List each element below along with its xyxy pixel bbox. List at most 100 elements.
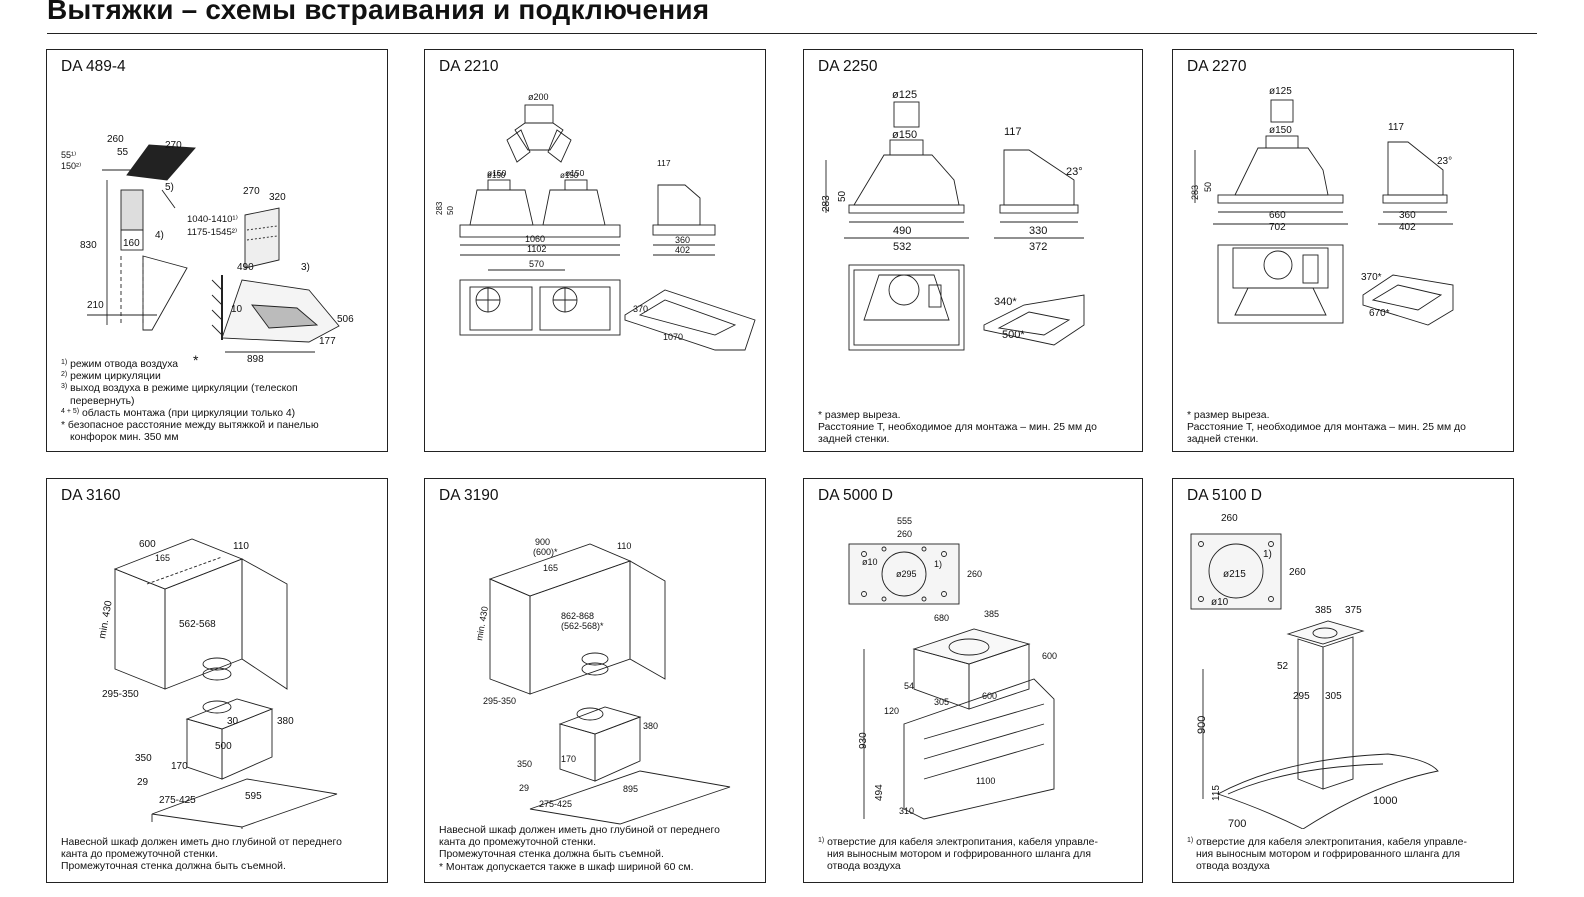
dim-label: 670*: [1369, 308, 1390, 319]
footnote: 2) режим циркуляции: [61, 371, 161, 383]
page-title: Вытяжки – схемы встраивания и подключени…: [47, 0, 710, 25]
footnotes: * размер выреза. Расстояние T, необходим…: [818, 410, 1097, 447]
footnote: * безопасное расстояние между вытяжкой и…: [61, 420, 319, 432]
footnote: задней стенки.: [1187, 434, 1259, 446]
dim-label: 680: [934, 613, 949, 623]
footnote: * размер выреза.: [818, 410, 901, 421]
footnote: 3) выход воздуха в режиме циркуляции (те…: [61, 383, 298, 395]
dim-label: 570: [529, 259, 544, 269]
panel-da-5000-d: DA 5000 D 555 260 ø10 ø295 1) 260 680 38…: [803, 478, 1143, 883]
dim-label: (600)*: [533, 547, 558, 557]
dim-label: 52: [1277, 661, 1289, 672]
dim-label: 50: [837, 190, 848, 202]
dim-label: 283: [435, 201, 444, 215]
dim-label: 23°: [1066, 166, 1083, 178]
dim-label: 385: [984, 609, 999, 619]
dim-label: 555: [897, 516, 912, 526]
dim-label: 295-350: [102, 689, 139, 700]
dim-label: 117: [657, 158, 671, 168]
dim-label: 360: [1399, 210, 1416, 221]
dim-label: 500: [215, 741, 232, 752]
dim-label: 830: [80, 240, 97, 251]
footnote: отвода воздуха: [1196, 861, 1270, 873]
panel-da-5100-d: DA 5100 D 260 ø215 1) 260 ø10 385 375 52…: [1172, 478, 1514, 883]
hood-drawing-da-489-4: 830 260 55 270 55¹⁾ 150²⁾ 5) 4) 160 210 …: [61, 134, 354, 368]
footnote: канта до промежуточной стенки.: [439, 837, 596, 849]
dim-label: 1175-1545²⁾: [187, 227, 237, 238]
dim-label: 50: [446, 206, 455, 215]
footnotes: 1) отверстие для кабеля электропитания, …: [818, 837, 1098, 874]
dim-label: 402: [1399, 222, 1416, 233]
footnote: задней стенки.: [818, 434, 890, 446]
footnotes: Навесной шкаф должен иметь дно глубиной …: [61, 837, 342, 874]
panel-da-489-4: DA 489-4 830 260 55 270 55¹⁾ 150²⁾ 5) 4)…: [46, 49, 388, 452]
footnotes: 1) отверстие для кабеля электропитания, …: [1187, 837, 1467, 874]
installation-drawing: 260 ø215 1) 260 ø10 385 375 52 295 305 9…: [1173, 509, 1513, 829]
dim-label: 900: [1196, 716, 1208, 734]
installation-drawing: ø125 ø150 283 50 490 532 117 23° 330 372: [804, 80, 1142, 380]
dim-label: 380: [277, 716, 294, 727]
dim-label: 260: [107, 134, 124, 145]
dim-label: 402: [675, 245, 690, 255]
dim-label: 275-425: [539, 799, 572, 809]
dim-label: 350: [135, 753, 152, 764]
footnote: 1) отверстие для кабеля электропитания, …: [1187, 837, 1467, 848]
dim-label: 1): [934, 559, 942, 569]
dim-label: 500*: [1002, 329, 1025, 341]
dim-label: 490: [893, 225, 911, 237]
dim-label: ø150: [487, 168, 507, 178]
dim-label: 320: [269, 192, 286, 203]
dim-label: ø10: [1211, 597, 1229, 608]
hood-drawing-da-5100-d: 260 ø215 1) 260 ø10 385 375 52 295 305 9…: [1190, 513, 1439, 829]
panel-title: DA 2250: [818, 58, 878, 75]
installation-drawing: 900 (600)* 165 110 862-868 (562-568)* mi…: [425, 509, 765, 829]
dim-label: 115: [1211, 785, 1222, 801]
installation-drawing: 830 260 55 270 55¹⁾ 150²⁾ 5) 4) 160 210 …: [47, 80, 387, 370]
dim-label: 260: [1289, 567, 1306, 578]
dim-label: ø125: [892, 89, 917, 101]
dim-label: 700: [1228, 818, 1246, 829]
dim-label: 506: [337, 314, 354, 325]
dim-label: 275-425: [159, 795, 196, 806]
dim-label: 270: [165, 140, 182, 151]
dim-label: 10: [231, 304, 243, 315]
dim-label: 283: [821, 195, 832, 212]
dim-label: 375: [1345, 605, 1362, 616]
dim-label: 260: [897, 529, 912, 539]
dim-label: 1): [1263, 549, 1272, 560]
dim-label: 150²⁾: [61, 161, 81, 171]
dim-label: 340*: [994, 296, 1017, 308]
dim-label: 600: [139, 539, 156, 550]
installation-drawing: ø200 ø150 ø150 ø150 ø150 283 50 1060 110…: [425, 80, 765, 370]
hood-drawing-da-5000-d: 555 260 ø10 ø295 1) 260 680 385 600 54 3…: [848, 516, 1057, 820]
panel-title: DA 3190: [439, 487, 499, 504]
footnote: Промежуточная стенка должна быть съемной…: [439, 849, 664, 861]
dim-label: min. 430: [474, 606, 490, 642]
dim-label: 50: [1203, 182, 1213, 192]
dim-label: 310: [899, 806, 914, 816]
dim-label: 900: [535, 537, 550, 547]
hood-drawing-da-2250: ø125 ø150 283 50 490 532 117 23° 330 372: [821, 89, 1085, 351]
footnotes: * размер выреза. Расстояние T, необходим…: [1187, 410, 1466, 447]
dim-label: 370*: [1361, 272, 1382, 283]
dim-label: 117: [1004, 126, 1022, 138]
dim-label: 385: [1315, 605, 1332, 616]
panel-da-2270: DA 2270 ø125 ø150 283 50 660 702 117 23°…: [1172, 49, 1514, 452]
footnote: ния выносным мотором и гофрированного шл…: [827, 849, 1091, 861]
dim-label: 1102: [527, 244, 546, 254]
dim-label: 117: [1388, 122, 1404, 133]
dim-label: 4): [155, 230, 164, 241]
dim-label: (562-568)*: [561, 621, 604, 631]
installation-drawing: 600 165 110 562-568 min. 430 295-350 30 …: [47, 509, 387, 829]
dim-label: ø150: [565, 168, 585, 178]
dim-label: 532: [893, 241, 911, 253]
hood-drawing-da-2210: ø200 ø150 ø150 ø150 ø150 283 50 1060 110…: [435, 92, 756, 351]
panel-title: DA 3160: [61, 487, 121, 504]
dim-label: 562-568: [179, 619, 216, 630]
dim-label: 295: [1293, 691, 1310, 702]
dim-label: 350: [517, 759, 532, 769]
dim-label: 1000: [1373, 795, 1397, 807]
dim-label: 23°: [1437, 156, 1452, 167]
dim-label: ø200: [528, 92, 549, 102]
footnote: 1) отверстие для кабеля электропитания, …: [818, 837, 1098, 848]
